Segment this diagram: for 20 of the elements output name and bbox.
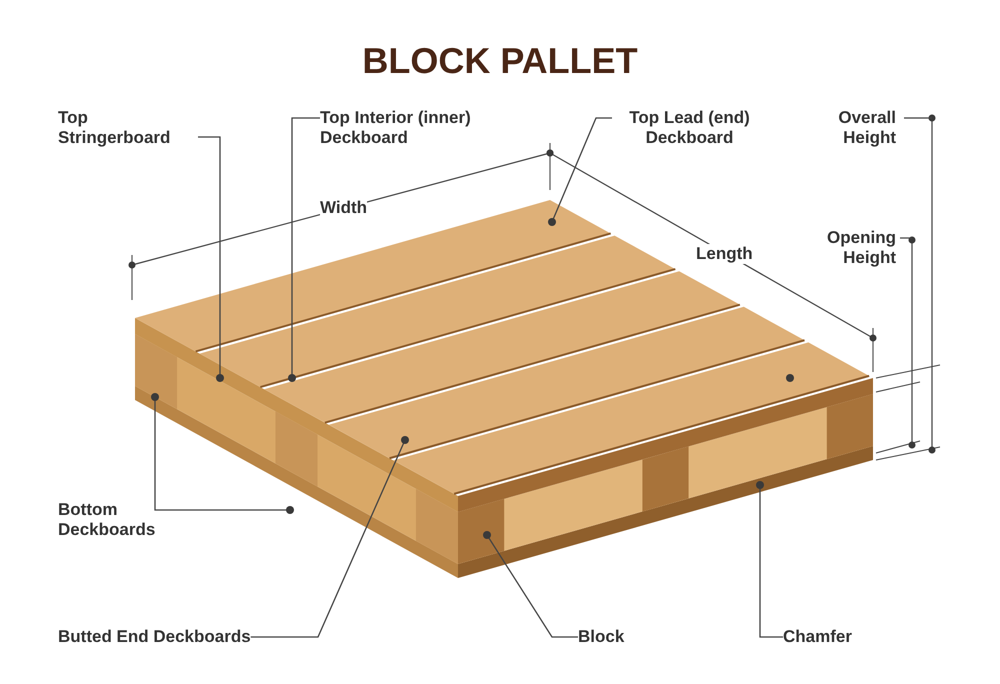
leader-line (151, 393, 178, 511)
leader-line (756, 481, 783, 638)
leader-line (198, 136, 224, 382)
part-label: Top Stringerboard (58, 108, 198, 148)
part-label: Chamfer (783, 627, 852, 647)
dimension-label: Width (320, 198, 368, 218)
title: BLOCK PALLET (362, 40, 638, 81)
dimension-label: Overall Height (837, 108, 896, 148)
dimension-label: Length (696, 244, 753, 264)
leader-line (483, 531, 578, 638)
part-label: Top Lead (end) Deckboard (612, 108, 767, 148)
leader-line (288, 117, 320, 382)
part-label: Top Interior (inner) Deckboard (320, 108, 505, 148)
leader-line (178, 506, 294, 514)
leader-line (548, 117, 612, 226)
leader-line (250, 436, 409, 638)
part-label: Butted End Deckboards (58, 627, 251, 647)
part-label: Block (578, 627, 624, 647)
part-label: Bottom Deckboards (58, 500, 178, 540)
dimension-label: Opening Height (826, 228, 896, 268)
